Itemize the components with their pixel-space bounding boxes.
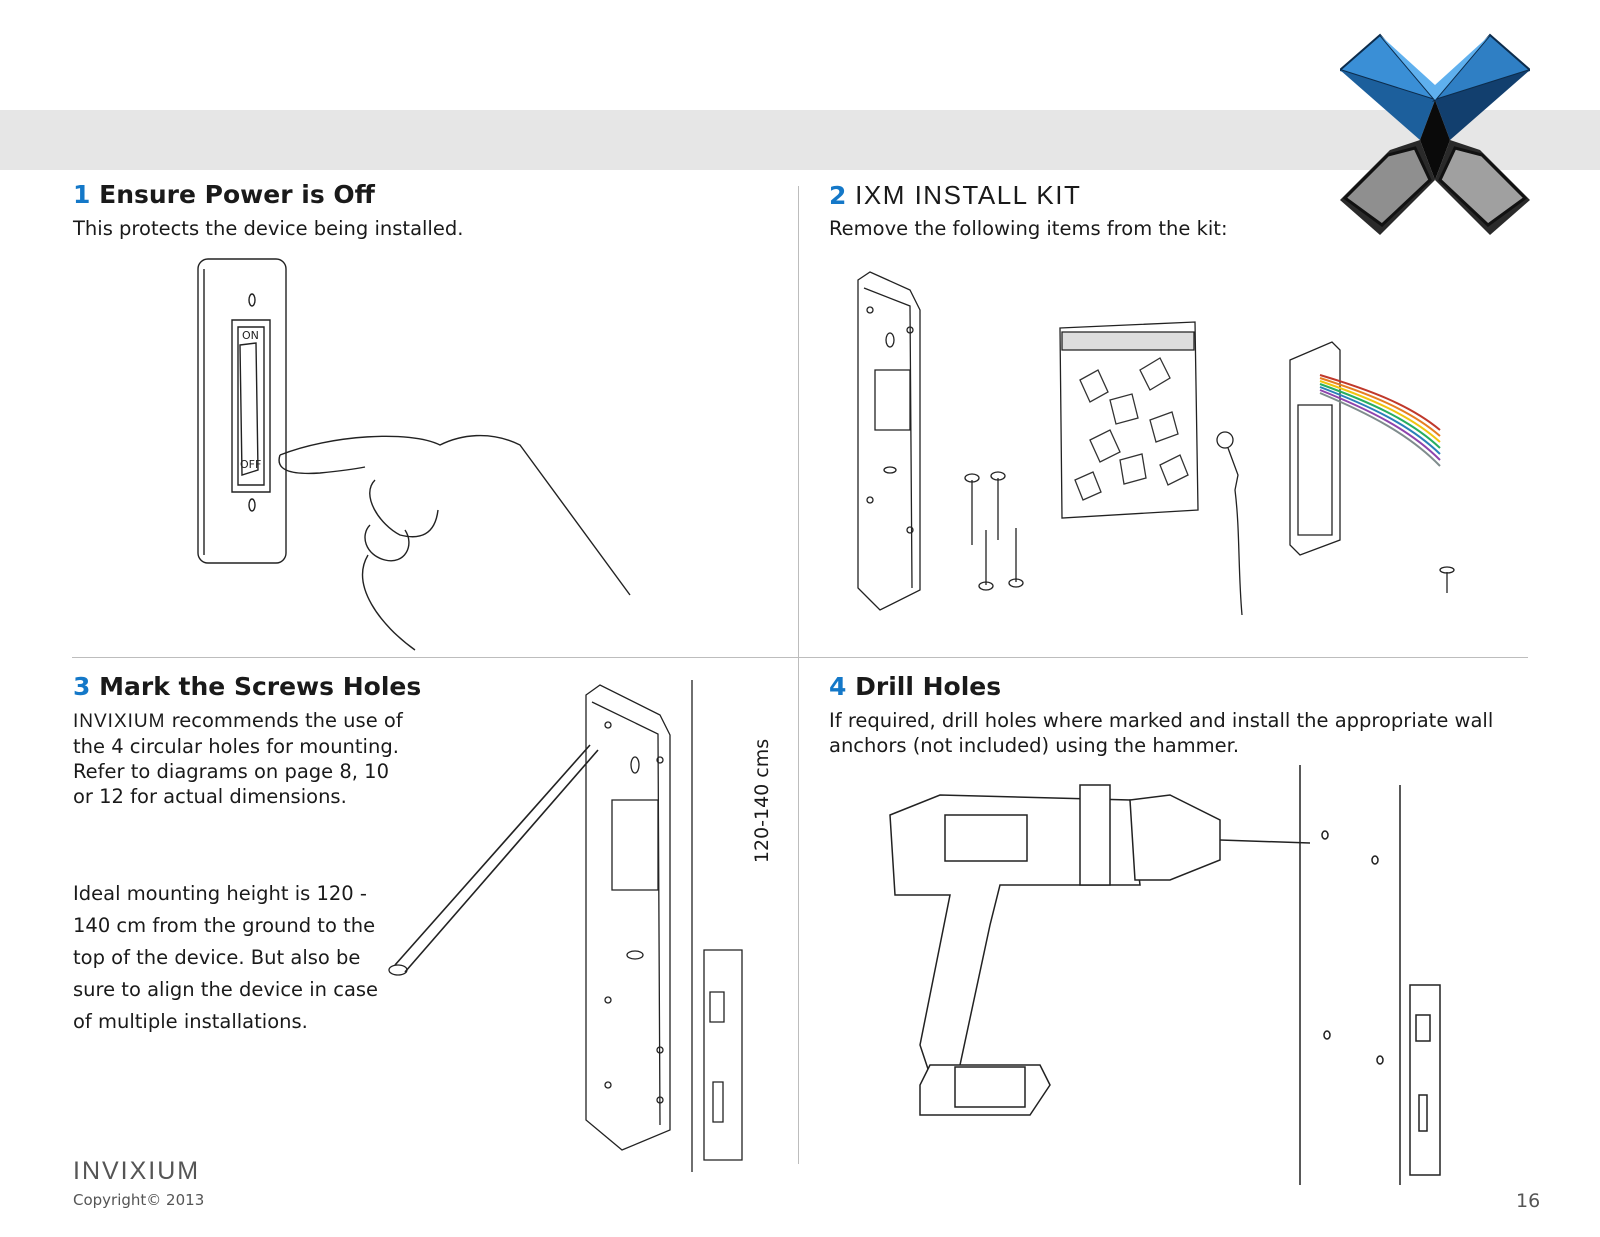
switch-on-label: ON [242, 329, 259, 342]
page-number: 16 [1516, 1190, 1541, 1212]
horizontal-divider [72, 657, 1528, 658]
section-4-number: 4 [829, 672, 847, 701]
invixium-x-logo [1340, 33, 1530, 235]
header-band [0, 110, 1600, 170]
switch-off-label: OFF [240, 458, 261, 471]
section-1-text: This protects the device being installed… [73, 217, 464, 240]
vertical-divider [798, 186, 799, 1164]
section-2-text: Remove the following items from the kit: [829, 217, 1228, 240]
section-4-title: Drill Holes [855, 672, 1002, 701]
dimension-label: 120-140 cms [751, 738, 774, 864]
section-1-number: 1 [73, 180, 91, 209]
section-3-brand: INVIXIUM [73, 711, 166, 732]
section-2-title: IXM INSTALL KIT [855, 180, 1082, 210]
section-2-heading: 2 IXM INSTALL KIT [829, 180, 1081, 211]
section-2-number: 2 [829, 181, 847, 210]
section-3-title: Mark the Screws Holes [99, 672, 422, 701]
section-3-heading: 3 Mark the Screws Holes [73, 672, 421, 701]
section-1-heading: 1 Ensure Power is Off [73, 180, 375, 209]
section-3-body: recommends the use of the 4 circular hol… [73, 709, 403, 808]
light-switch-illustration: ON OFF [190, 255, 650, 655]
section-4-heading: 4 Drill Holes [829, 672, 1001, 701]
section-3-text-2: Ideal mounting height is 120 - 140 cm fr… [73, 882, 379, 1033]
drill-illustration [880, 775, 1530, 1195]
install-kit-illustration [850, 270, 1530, 630]
mark-screws-illustration [390, 680, 770, 1170]
section-3-text: INVIXIUM recommends the use of the 4 cir… [73, 708, 413, 809]
footer-copyright: Copyright© 2013 [73, 1191, 205, 1209]
section-1-title: Ensure Power is Off [99, 180, 375, 209]
footer-brand: INVIXIUM [73, 1157, 201, 1185]
section-4-text: If required, drill holes where marked an… [829, 709, 1494, 757]
section-3-number: 3 [73, 672, 91, 701]
